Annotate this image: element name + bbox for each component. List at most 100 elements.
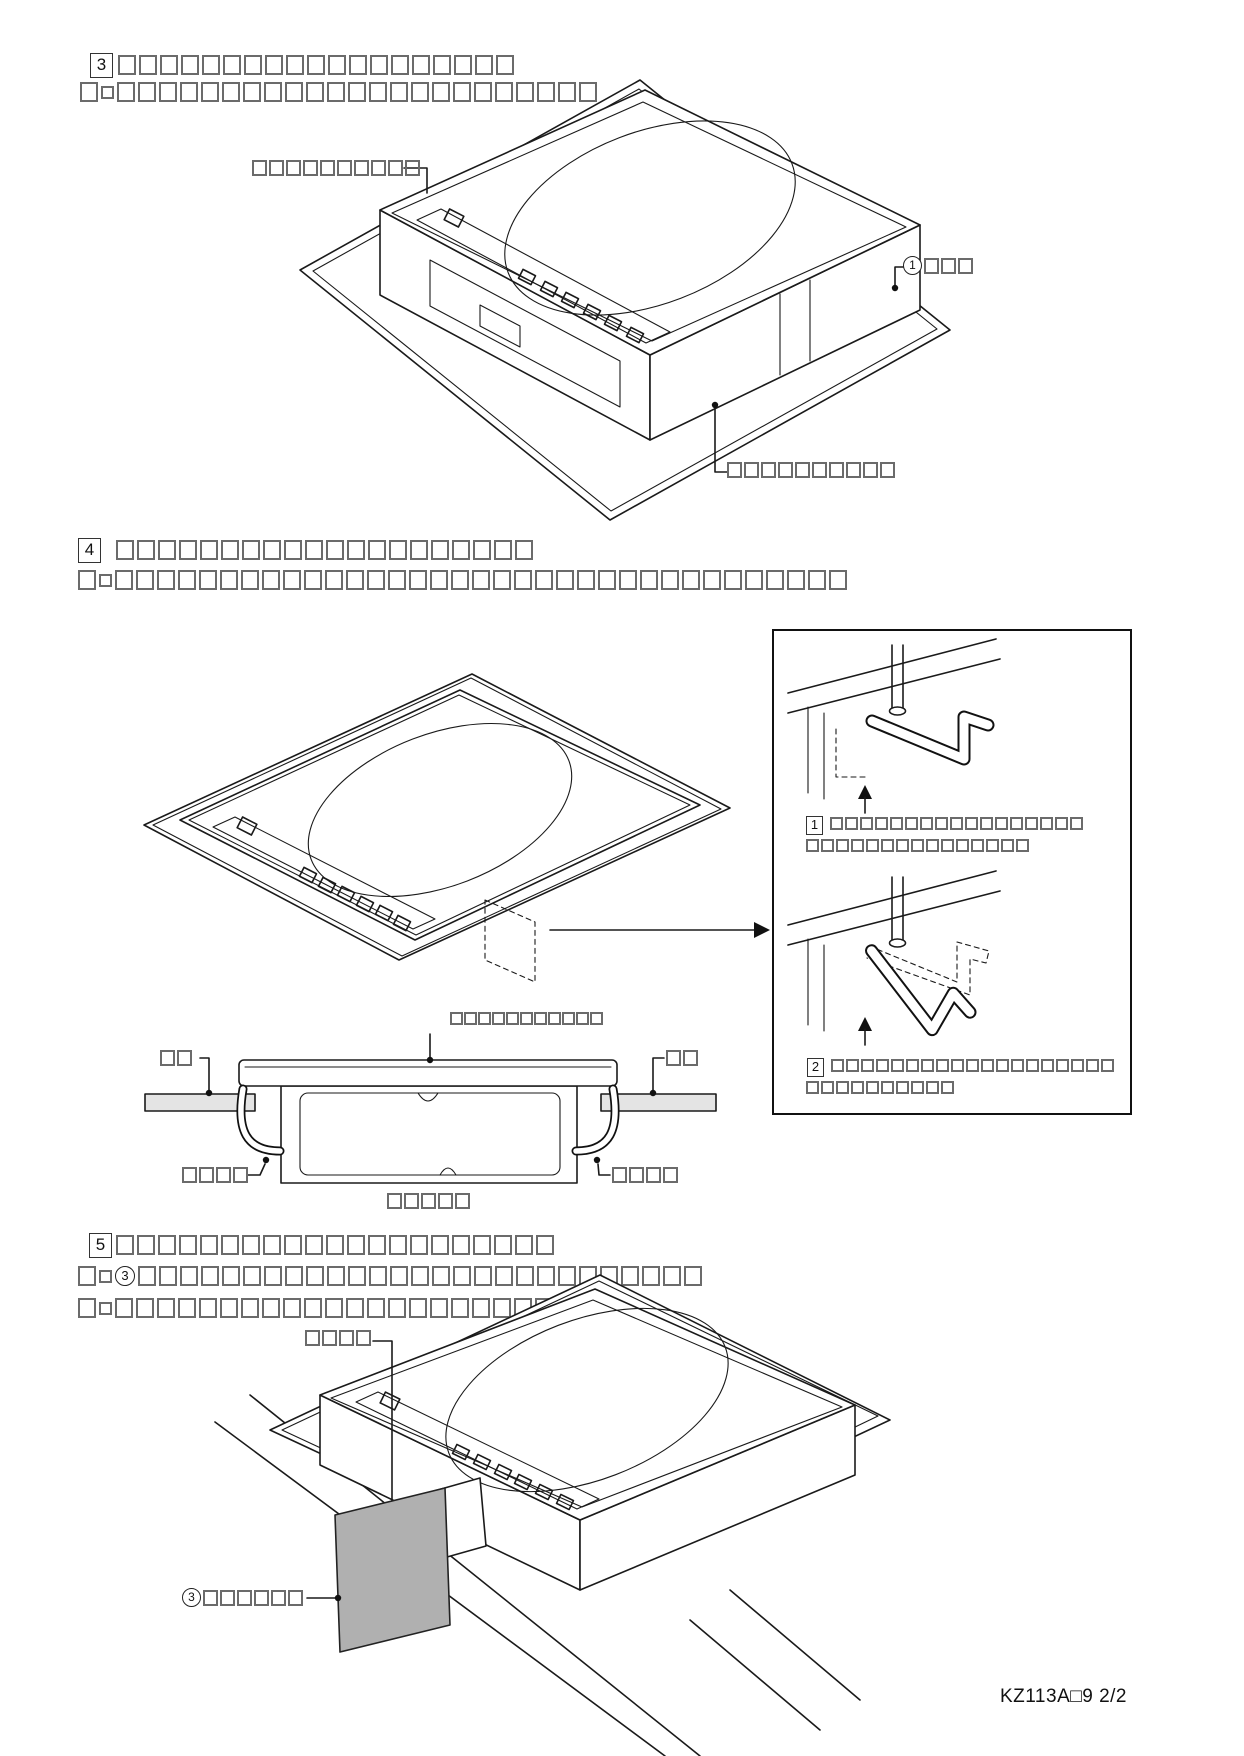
tofu-box [254,1589,269,1606]
step5-number-badge: 5 [89,1233,112,1258]
tofu-box [410,540,428,560]
tofu-box [703,570,721,590]
tofu-box [472,570,490,590]
tofu-box [431,540,449,560]
tofu-box [326,540,344,560]
cs-top-label [450,1012,603,1025]
tofu-box [724,570,742,590]
tofu-box [222,1266,240,1286]
circled-number: 3 [115,1266,135,1286]
burner-circle [445,1307,729,1493]
tofu-box [356,1330,371,1346]
step5-body1: 3 [78,1266,702,1286]
tofu-box [138,82,156,102]
tofu-box [642,1266,660,1286]
hook-caption1-line1 [830,817,1083,830]
opening-label-leader [372,1340,393,1501]
tofu-box [621,1266,639,1286]
tofu-box [812,462,827,478]
tofu-box [180,82,198,102]
tofu-box [201,82,219,102]
tofu-box [478,1012,491,1025]
tofu-box [981,1059,994,1072]
cs-bottom-left-label [182,1167,248,1183]
tofu-box [911,839,924,852]
tofu-box [325,570,343,590]
tofu-box [514,570,532,590]
tofu-box [806,1081,819,1094]
tofu-box [178,570,196,590]
tofu-box [139,55,157,75]
control-strip [416,208,671,344]
tofu-box [138,1266,156,1286]
tofu-box [966,1059,979,1072]
tofu-box [307,55,325,75]
step5-heading [116,1235,554,1255]
step4-installed-figure [143,673,770,983]
tofu-box [283,1298,301,1318]
tofu-box [666,1050,681,1066]
tofu-box [181,55,199,75]
tofu-box [265,55,283,75]
tofu-box [269,160,284,176]
hook-caption2-badge: 2 [807,1058,824,1077]
cs-bottom-label [387,1193,470,1209]
tofu-box [473,1235,491,1255]
plate-part-leader [894,266,904,289]
tofu-box [116,540,134,560]
tofu-box [890,817,903,830]
tofu-box [411,82,429,102]
tofu-box [761,462,776,478]
tofu-box [863,462,878,478]
tofu-box [464,1012,477,1025]
tofu-box [891,1059,904,1072]
tofu-box [830,817,843,830]
tofu-box [536,1235,554,1255]
top-plate-leader [403,167,428,194]
tofu-box [808,570,826,590]
tofu-box [496,55,514,75]
tofu-box [284,1235,302,1255]
tofu-box [180,1266,198,1286]
tofu-box [474,82,492,102]
tofu-box [201,1266,219,1286]
tofu-box [157,1298,175,1318]
top-plate [238,1059,618,1087]
tofu-box [252,160,267,176]
tofu-box [493,1298,511,1318]
tofu-box [921,1059,934,1072]
tofu-box [562,1012,575,1025]
protection-plate-label: 3 [182,1588,303,1607]
tofu-box [241,1298,259,1318]
tofu-box [494,1235,512,1255]
tofu-box [216,1167,231,1183]
top-notch [417,1092,439,1102]
tofu-box [158,540,176,560]
vent-panel [429,259,621,408]
tofu-box [1071,1059,1084,1072]
hook-ghost-dashed [866,941,990,996]
tofu-box [971,839,984,852]
tofu-box [896,839,909,852]
tofu-box [306,82,324,102]
tofu-box [453,1266,471,1286]
cs-bottom-right-label [612,1167,678,1183]
tofu-box [778,462,793,478]
tofu-box [951,1059,964,1072]
tofu-box [322,1330,337,1346]
tofu-box [237,1589,252,1606]
tofu-box [430,1298,448,1318]
tofu-box [860,817,873,830]
tofu-box [537,82,555,102]
tofu-box [495,1266,513,1286]
tofu-box [284,540,302,560]
step5-figure [214,1274,891,1756]
tofu-box [159,1266,177,1286]
tofu-box [347,540,365,560]
tofu-box [905,817,918,830]
cooktop-surface [179,689,701,941]
tofu-box [520,1012,533,1025]
bottom-notch [439,1167,457,1176]
tofu-box [412,55,430,75]
